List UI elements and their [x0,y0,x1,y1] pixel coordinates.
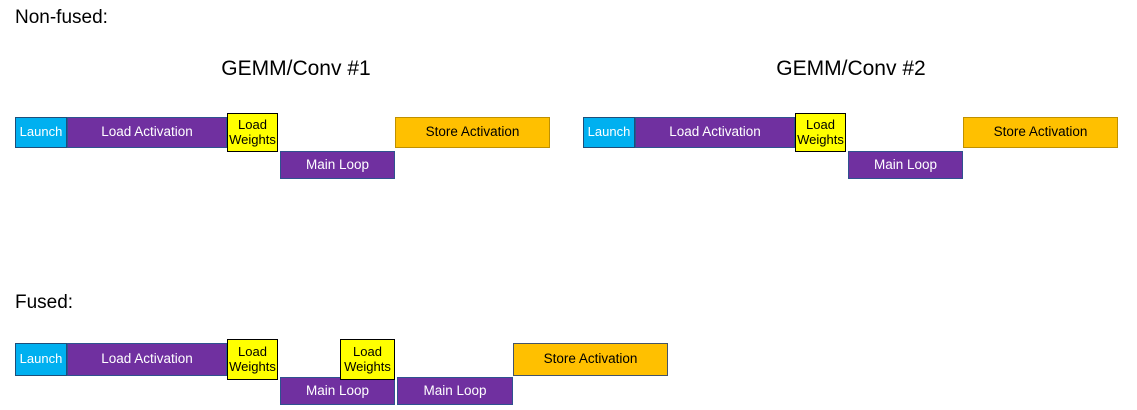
store-activation-block: Store Activation [963,117,1118,148]
load-weights-block: Load Weights [795,113,846,152]
store-activation-block: Store Activation [513,343,668,376]
load-weights-block: Load Weights [340,339,395,380]
gemm-conv-1-title: GEMM/Conv #1 [221,57,371,80]
launch-block: Launch [15,343,67,376]
load-activation-block: Load Activation [635,117,795,148]
main-loop-block: Main Loop [280,151,395,179]
main-loop-block: Main Loop [280,377,395,405]
load-activation-block: Load Activation [67,343,227,376]
load-activation-block: Load Activation [67,117,227,148]
launch-block: Launch [15,117,67,148]
store-activation-block: Store Activation [395,117,550,148]
fused-section-label: Fused: [15,292,74,313]
main-loop-block: Main Loop [397,377,513,405]
main-loop-block: Main Loop [848,151,963,179]
launch-block: Launch [583,117,635,148]
non-fused-section-label: Non-fused: [15,7,108,28]
gemm-conv-2-title: GEMM/Conv #2 [776,57,926,80]
load-weights-block: Load Weights [227,113,278,152]
load-weights-block: Load Weights [227,339,278,380]
